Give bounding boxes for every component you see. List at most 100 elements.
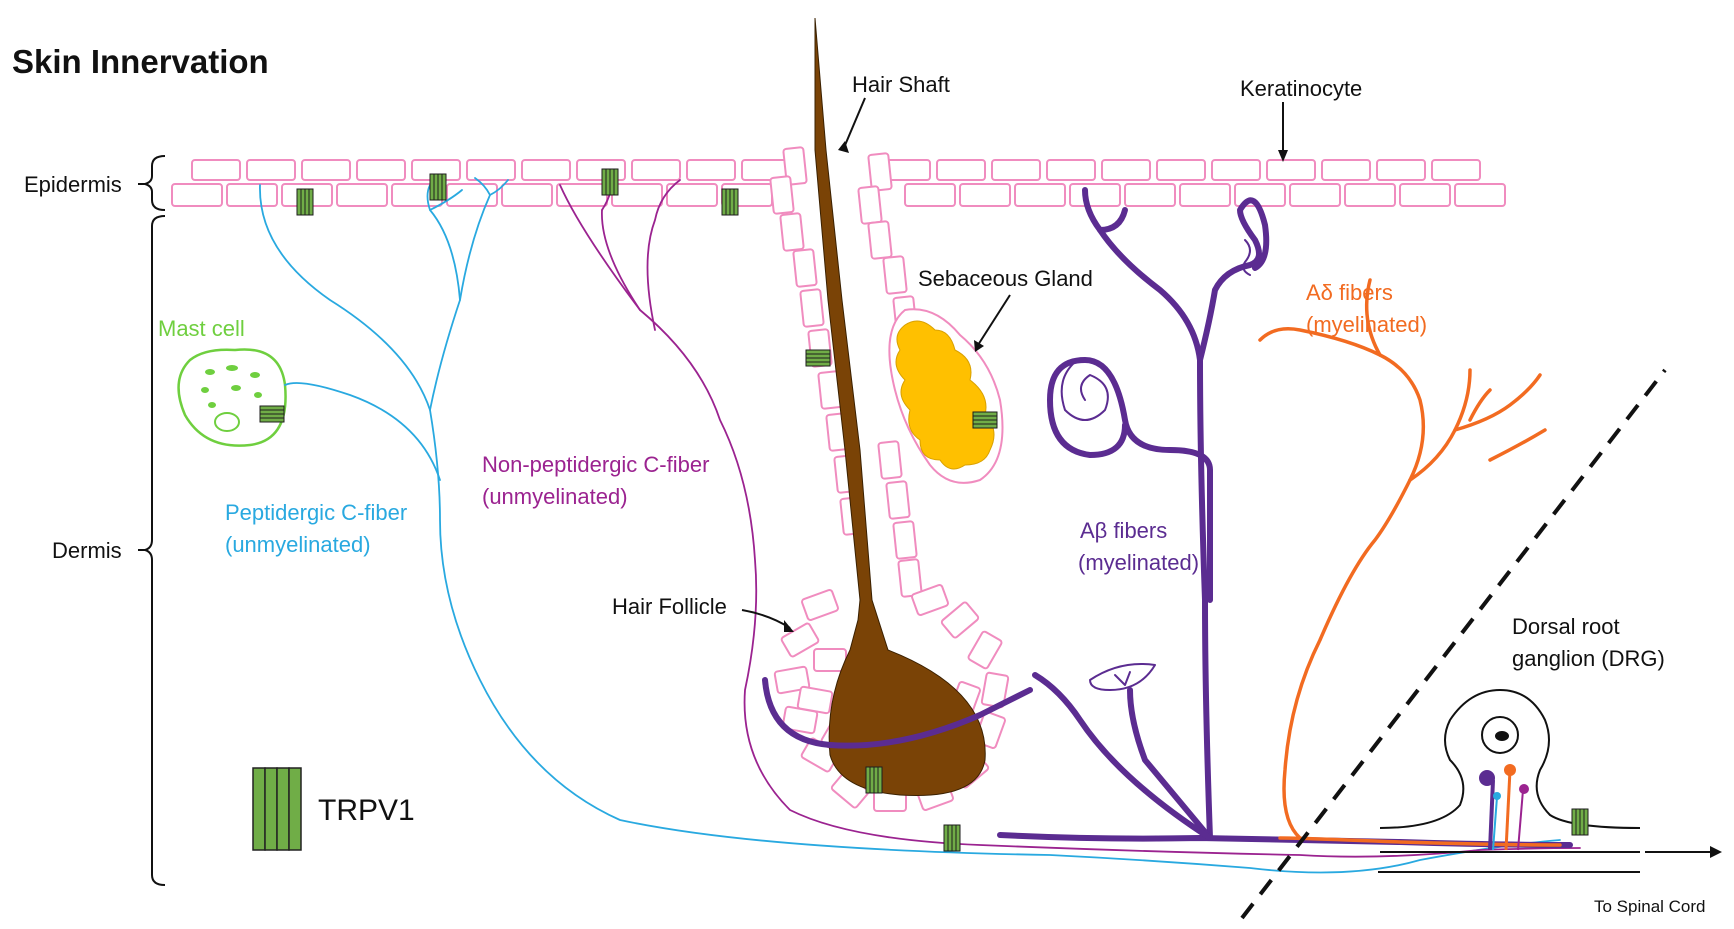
nonpeptidergic-label-1: Non-peptidergic C-fiber	[482, 452, 709, 477]
epidermis-bracket	[138, 155, 166, 211]
hair-shaft-label: Hair Shaft	[852, 72, 950, 97]
keratinocyte-cell	[301, 159, 351, 181]
peptidergic-c-fiber	[259, 177, 1561, 874]
keratinocyte-cell	[466, 159, 516, 181]
follicle-cell	[882, 255, 908, 295]
trpv1-channel	[865, 766, 883, 794]
pointer-arrows	[741, 97, 1288, 632]
keratinocyte-cell	[1101, 159, 1151, 181]
keratinocyte-cell	[1014, 183, 1066, 207]
a-beta-fibers	[762, 187, 1573, 848]
keratinocyte-cell	[171, 183, 223, 207]
trpv1-channel	[805, 349, 831, 367]
cns-boundary-line	[1240, 368, 1667, 920]
trpv1-channels	[259, 168, 1589, 852]
keratinocyte-layer	[171, 159, 1506, 207]
follicle-cell	[892, 520, 918, 560]
trpv1-channel	[259, 405, 285, 423]
adelta-label-1: Aδ fibers	[1306, 280, 1393, 305]
peptidergic-label-1: Peptidergic C-fiber	[225, 500, 407, 525]
sebaceous-gland-label: Sebaceous Gland	[918, 266, 1093, 291]
peptidergic-label-2: (unmyelinated)	[225, 532, 371, 557]
trpv1-channel	[721, 188, 739, 216]
keratinocyte-cell	[1211, 159, 1261, 181]
keratinocyte-cell	[666, 183, 718, 207]
dermis-label: Dermis	[52, 538, 122, 563]
keratinocyte-cell	[1344, 183, 1396, 207]
keratinocyte-cell	[936, 159, 986, 181]
follicle-cell	[885, 480, 911, 520]
hair-follicle-label: Hair Follicle	[612, 594, 727, 619]
follicle-cell	[779, 212, 805, 252]
keratinocyte-cell	[1124, 183, 1176, 207]
keratinocyte-cell	[1069, 183, 1121, 207]
follicle-bulb-cell	[967, 630, 1003, 670]
abeta-label-2: (myelinated)	[1078, 550, 1199, 575]
follicle-cell	[769, 175, 795, 215]
diagram-title: Skin Innervation	[12, 43, 269, 80]
keratinocyte-cell	[336, 183, 388, 207]
keratinocyte-label: Keratinocyte	[1240, 76, 1362, 101]
keratinocyte-cell	[1454, 183, 1506, 207]
follicle-bulb-cell	[801, 589, 839, 621]
keratinocyte-cell	[446, 183, 498, 207]
nonpeptidergic-label-2: (unmyelinated)	[482, 484, 628, 509]
legend: TRPV1	[252, 767, 415, 851]
keratinocyte-cell	[1179, 183, 1231, 207]
dermis-bracket	[138, 215, 166, 886]
a-delta-fibers	[1258, 278, 1562, 847]
to-spinal-cord-arrow	[1645, 846, 1722, 858]
drg-label-1: Dorsal root	[1512, 614, 1620, 639]
keratinocyte-cell	[1321, 159, 1371, 181]
follicle-cell	[857, 185, 883, 225]
keratinocyte-cell	[904, 183, 956, 207]
trpv1-channel	[972, 411, 998, 429]
follicle-cell	[799, 288, 825, 328]
trpv1-channel	[943, 824, 961, 852]
keratinocyte-cell	[1289, 183, 1341, 207]
keratinocyte-cell	[611, 183, 663, 207]
keratinocyte-cell	[1376, 159, 1426, 181]
mast-cell-label: Mast cell	[158, 316, 245, 341]
follicle-bulb-cell	[911, 584, 949, 616]
trpv1-channel	[1571, 808, 1589, 836]
keratinocyte-cell	[521, 159, 571, 181]
trpv1-channel	[601, 168, 619, 196]
follicle-bulb-cell	[940, 601, 980, 639]
dorsal-root-ganglion	[1378, 688, 1641, 873]
keratinocyte-cell	[501, 183, 553, 207]
follicle-cell	[897, 558, 923, 598]
mast-cell	[177, 348, 287, 447]
follicle-bulb-cell	[813, 648, 847, 672]
trpv1-channel	[296, 188, 314, 216]
keratinocyte-cell	[191, 159, 241, 181]
keratinocyte-cell	[1266, 159, 1316, 181]
keratinocyte-cell	[991, 159, 1041, 181]
follicle-bulb-cell	[796, 685, 834, 715]
abeta-label-1: Aβ fibers	[1080, 518, 1167, 543]
keratinocyte-cell	[356, 159, 406, 181]
follicle-cell	[877, 440, 903, 480]
keratinocyte-cell	[1431, 159, 1481, 181]
a-beta-endings	[1060, 239, 1251, 691]
follicle-bulb-cell	[780, 622, 820, 658]
keratinocyte-cell	[1399, 183, 1451, 207]
follicle-bulb-cell	[773, 665, 811, 695]
keratinocyte-cell	[686, 159, 736, 181]
sebaceous-gland	[888, 308, 1004, 484]
trpv1-legend-label: TRPV1	[318, 794, 415, 827]
keratinocyte-cell	[1046, 159, 1096, 181]
keratinocyte-cell	[1156, 159, 1206, 181]
keratinocyte-cell	[226, 183, 278, 207]
drg-label-2: ganglion (DRG)	[1512, 646, 1665, 671]
keratinocyte-cell	[631, 159, 681, 181]
follicle-cell	[792, 248, 818, 288]
trpv1-channel	[429, 173, 447, 201]
follicle-cell	[867, 152, 893, 192]
trpv1-legend-icon	[252, 767, 302, 851]
keratinocyte-cell	[246, 159, 296, 181]
adelta-label-2: (myelinated)	[1306, 312, 1427, 337]
follicle-cell	[782, 146, 808, 186]
epidermis-label: Epidermis	[24, 172, 122, 197]
